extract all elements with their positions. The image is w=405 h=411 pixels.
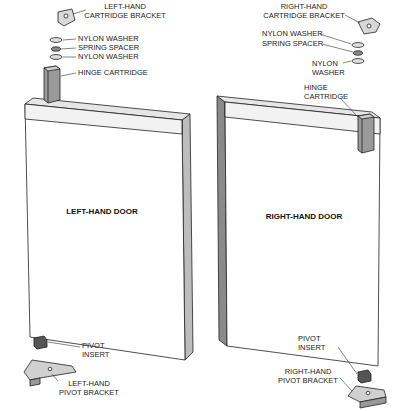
part-label: HINGE CARTRIDGE: [304, 84, 352, 101]
part-label: PIVOT INSERT: [298, 335, 338, 352]
door-name: LEFT-HAND DOOR: [66, 207, 138, 217]
pivot-insert: [358, 370, 371, 383]
part-label: NYLON WASHER: [262, 30, 332, 39]
spring-spacer: [354, 51, 363, 55]
leader-lines: [48, 10, 360, 391]
part-label: SPRING SPACER: [262, 40, 332, 49]
nylon-washer: [352, 59, 364, 64]
cartridge-bracket: [358, 18, 380, 34]
cartridge-bracket: [58, 9, 75, 26]
door-panel-label: LEFT-HAND DOOR: [62, 205, 142, 219]
part-label: LEFT-HAND PIVOT BRACKET: [56, 380, 122, 397]
part-label: SPRING SPACER: [78, 44, 173, 53]
door-panel-label: RIGHT-HAND DOOR: [262, 210, 346, 224]
hinge-cartridge: [358, 114, 374, 153]
nylon-washer: [50, 38, 62, 43]
nylon-washer: [50, 55, 62, 60]
part-label: NYLON WASHER: [312, 60, 344, 77]
part-label: RIGHT-HAND CARTRIDGE BRACKET: [262, 3, 346, 20]
door-name: RIGHT-HAND DOOR: [266, 212, 342, 222]
door-trim: [25, 104, 182, 134]
spring-spacer: [52, 47, 61, 51]
part-label: HINGE CARTRIDGE: [78, 69, 173, 78]
door-panel: [25, 104, 185, 360]
door-panel: [225, 102, 380, 366]
door-trim: [225, 102, 380, 134]
part-label: NYLON WASHER: [78, 35, 173, 44]
pivot-bracket: [24, 360, 76, 380]
part-label: NYLON WASHER: [78, 53, 173, 62]
hinge-cartridge: [44, 66, 60, 103]
pivot-insert: [34, 336, 47, 349]
nylon-washer: [352, 43, 364, 48]
part-label: LEFT-HAND CARTRIDGE BRACKET: [84, 3, 166, 20]
part-label: PIVOT INSERT: [82, 342, 122, 359]
part-label: RIGHT-HAND PIVOT BRACKET: [276, 368, 340, 385]
